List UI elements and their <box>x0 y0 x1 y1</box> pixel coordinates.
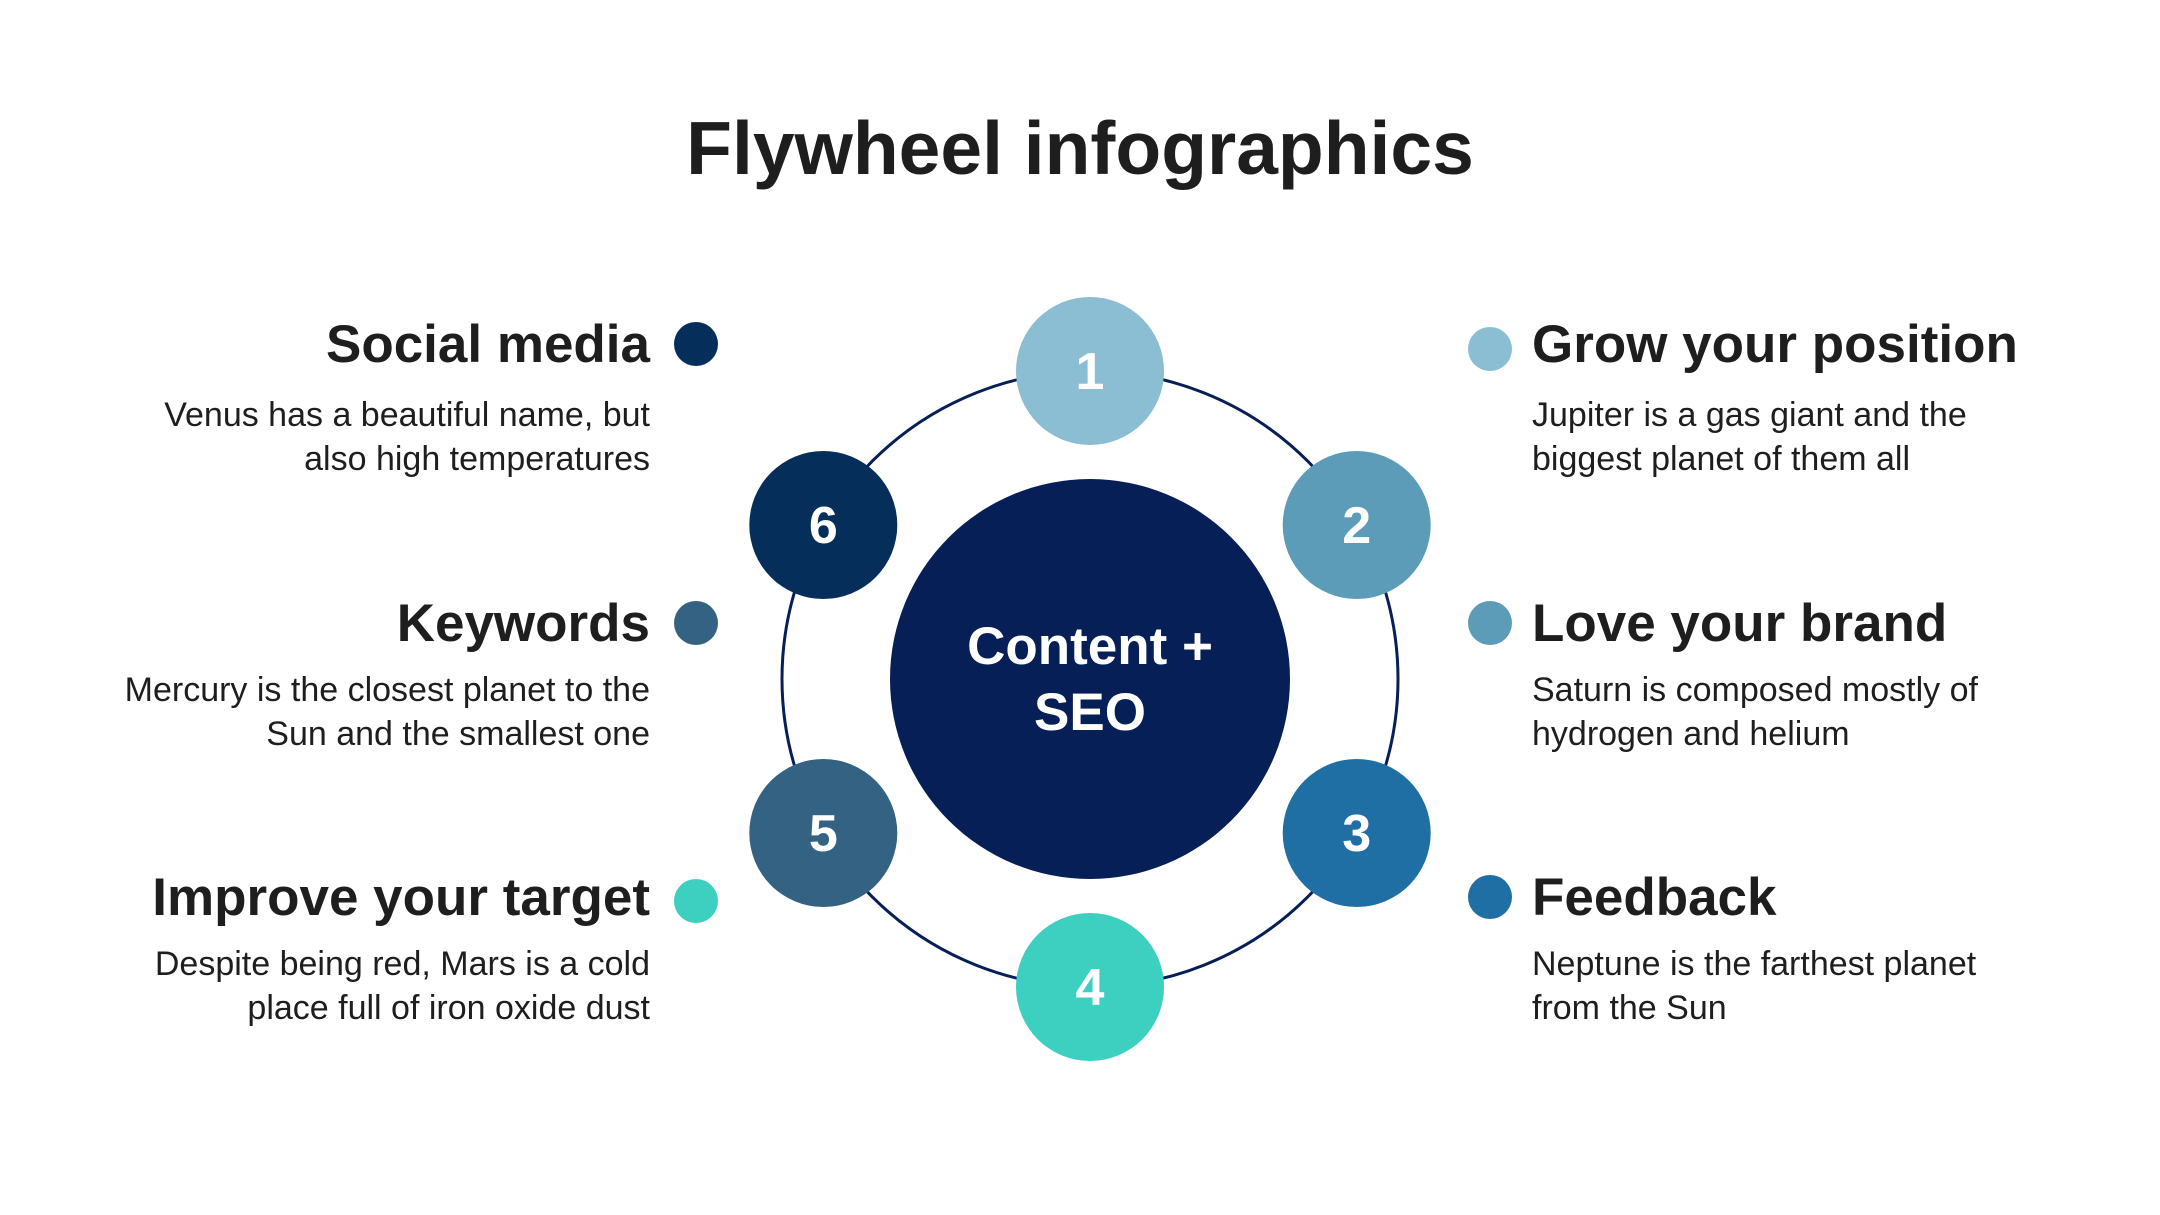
step-node-4 <box>1016 913 1164 1061</box>
bullet-dot <box>1468 875 1512 919</box>
item-social-media: Social media Venus has a beautiful name,… <box>30 313 650 481</box>
bullet-dot <box>674 322 718 366</box>
item-heading: Social media <box>325 315 650 374</box>
step-number-5: 5 <box>809 805 838 863</box>
step-node-3 <box>1282 759 1431 907</box>
step-number-3: 3 <box>1342 805 1371 863</box>
step-number-2: 2 <box>1342 497 1371 555</box>
step-number-6: 6 <box>809 497 838 555</box>
center-label-line2: SEO <box>1034 683 1146 742</box>
step-number-1: 1 <box>1076 343 1105 401</box>
step-node-6 <box>749 451 898 599</box>
item-description: Jupiter is a gas giant and the biggest p… <box>1532 396 1967 478</box>
item-description: Despite being red, Mars is a cold place … <box>154 945 650 1027</box>
item-heading: Love your brand <box>1532 594 1948 653</box>
item-description: Mercury is the closest planet to the Sun… <box>124 671 650 753</box>
item-heading: Improve your target <box>152 868 650 927</box>
center-label-line1: Content + <box>967 617 1213 676</box>
item-description: Venus has a beautiful name, but also hig… <box>164 396 650 478</box>
center-hub <box>890 479 1290 879</box>
item-keywords: Keywords Mercury is the closest planet t… <box>30 592 650 756</box>
step-number-4: 4 <box>1076 959 1105 1017</box>
item-heading: Feedback <box>1532 868 1777 927</box>
step-nodes: 1 2 3 4 5 6 <box>749 297 1431 1061</box>
step-node-1 <box>1016 297 1164 445</box>
item-description: Saturn is composed mostly of hydrogen an… <box>1532 671 1978 753</box>
item-improve-your-target: Improve your target Despite being red, M… <box>30 866 650 1030</box>
item-heading: Grow your position <box>1532 315 2018 374</box>
bullet-dot <box>674 879 718 923</box>
item-heading: Keywords <box>396 594 650 653</box>
item-grow-your-position: Grow your position Jupiter is a gas gian… <box>1532 313 2152 481</box>
bullet-dot <box>1468 327 1512 371</box>
item-love-your-brand: Love your brand Saturn is composed mostl… <box>1532 592 2152 756</box>
item-feedback: Feedback Neptune is the farthest planet … <box>1532 866 2152 1030</box>
bullet-dot <box>674 601 718 645</box>
bullet-dot <box>1468 601 1512 645</box>
page-title: Flywheel infographics <box>686 106 1474 190</box>
item-description: Neptune is the farthest planet from the … <box>1532 945 1977 1027</box>
step-node-5 <box>749 759 898 907</box>
step-node-2 <box>1282 451 1431 599</box>
